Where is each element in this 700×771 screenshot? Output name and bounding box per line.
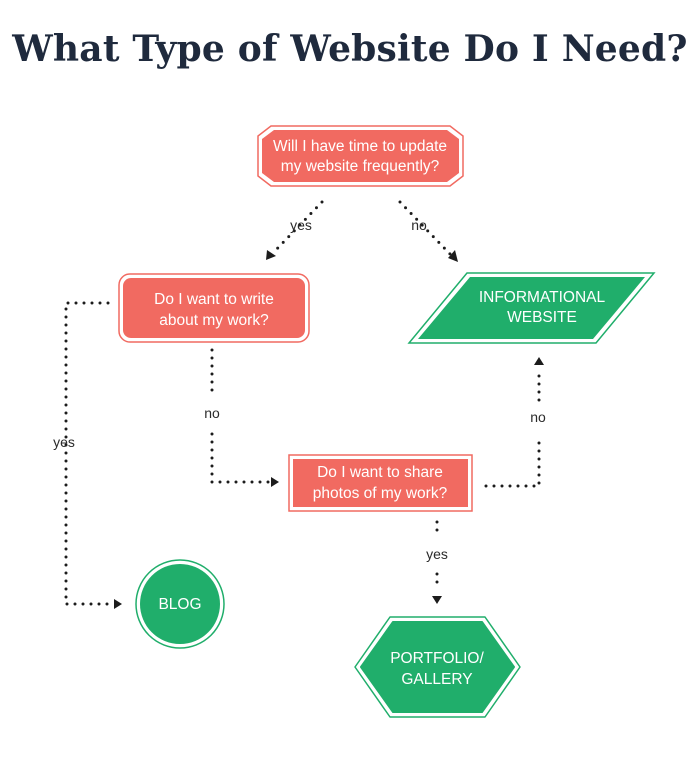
arrow-head-icon — [271, 477, 279, 487]
node-informational-line1: INFORMATIONAL — [479, 289, 606, 306]
arrow-head-icon — [266, 250, 276, 260]
edge-label-update-no: no — [411, 217, 427, 233]
arrow-head-icon — [448, 250, 458, 262]
edge-write-yes — [64, 301, 115, 606]
edge-label-share-no: no — [530, 409, 546, 425]
node-share-line2: photos of my work? — [313, 485, 448, 502]
node-informational-line2: WEBSITE — [507, 309, 577, 326]
node-write-line1: Do I want to write — [154, 291, 274, 308]
node-portfolio-line1: PORTFOLIO/ — [390, 650, 484, 667]
edge-share-no-a — [484, 438, 541, 488]
edge-label-update-yes: yes — [290, 217, 312, 233]
node-write-line2: about my work? — [159, 312, 269, 329]
node-update-line2: my website frequently? — [281, 158, 440, 175]
node-update-question: Will I have time to update my website fr… — [257, 125, 464, 187]
node-blog-label: BLOG — [158, 596, 201, 613]
node-blog-result: BLOG — [135, 559, 225, 649]
arrow-head-icon — [432, 596, 442, 604]
node-update-line1: Will I have time to update — [273, 138, 447, 155]
edge-label-write-no: no — [204, 405, 220, 421]
node-write-question: Do I want to write about my work? — [118, 273, 310, 343]
arrow-head-icon — [114, 599, 122, 609]
node-share-question: Do I want to share photos of my work? — [288, 454, 473, 512]
edge-label-share-yes: yes — [426, 546, 448, 562]
node-informational-result: INFORMATIONAL WEBSITE — [407, 272, 656, 344]
connectors — [64, 200, 544, 609]
edge-write-no-b — [210, 432, 272, 484]
edge-label-write-yes: yes — [53, 434, 75, 450]
page-title: What Type of Website Do I Need? — [12, 28, 688, 70]
node-share-line1: Do I want to share — [317, 464, 443, 481]
arrow-head-icon — [534, 357, 544, 365]
node-portfolio-line2: GALLERY — [401, 671, 472, 688]
node-portfolio-result: PORTFOLIO/ GALLERY — [354, 616, 521, 718]
